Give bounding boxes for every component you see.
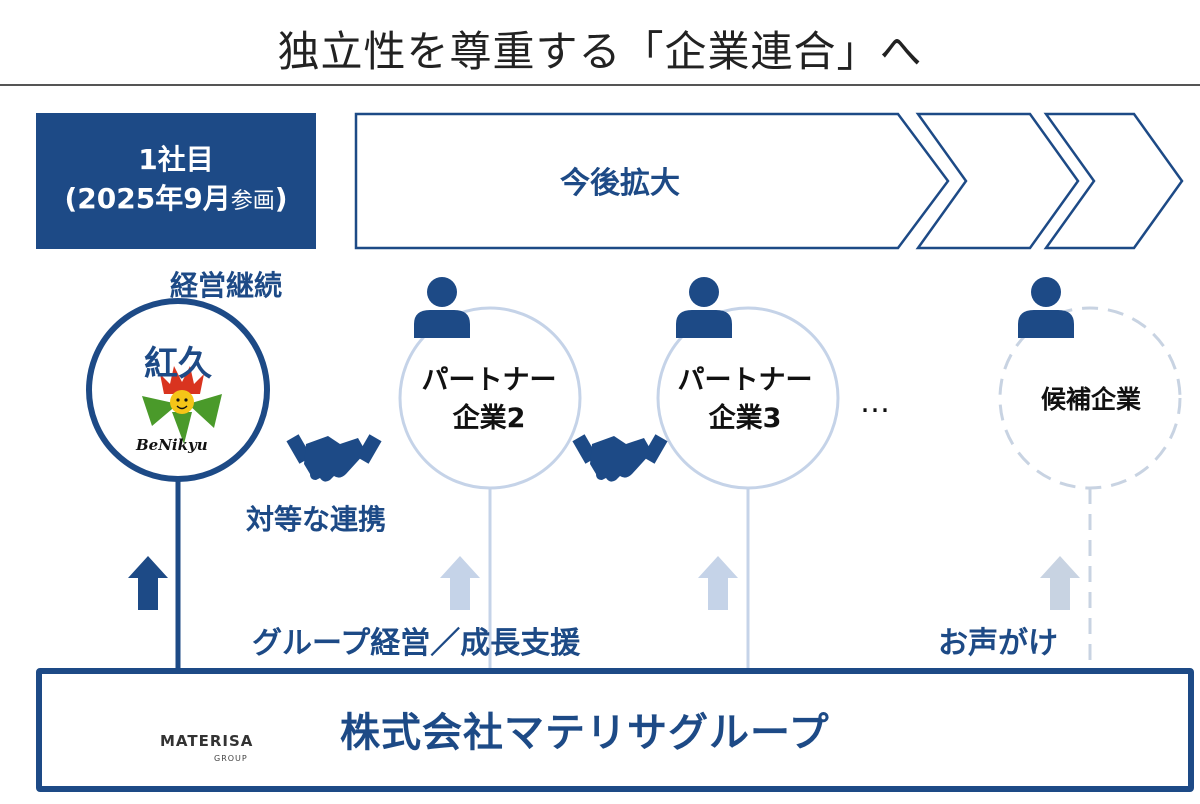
partner3-circle [656,306,840,490]
benikyu-name: 紅久 [144,344,212,384]
partner3-label: パートナー 企業3 [656,362,834,438]
outreach-label: お声がけ [938,626,1058,661]
handshake-icon [286,434,382,482]
person-icon [414,277,470,338]
person-icon [1018,277,1074,338]
arrow-up-icon [128,556,168,610]
chevron-arrow-icon [354,112,950,250]
partner3-line1: パートナー [677,365,813,396]
partner2-circle [398,306,582,490]
first-company-join: 参画 [230,188,275,214]
first-company-line2: (2025年9月参画) [64,179,287,222]
title-divider [0,84,1200,86]
equal-partnership-label: 対等な連携 [246,503,387,536]
materisa-logo-sub: GROUP [214,754,248,763]
expansion-label: 今後拡大 [560,166,680,201]
partner3-line2: 企業3 [708,403,782,434]
partner2-line2: 企業2 [452,403,526,434]
ellipsis: … [860,385,896,420]
materisa-logo-text: MATERISA [160,732,254,750]
first-company-box: 1社目 (2025年9月参画) [36,113,316,249]
page-title: 独立性を尊重する「企業連合」へ [277,27,923,76]
benikyu-mascot-icon [142,366,222,444]
candidate-label: 候補企業 [1040,385,1141,414]
chevron-arrow-icon [1043,112,1184,250]
management-continuity-label: 経営継続 [170,269,283,302]
partner2-label: パートナー 企業2 [400,362,578,438]
first-company-date: (2025年9月 [64,181,231,215]
first-company-paren: ) [274,181,288,215]
partner2-line1: パートナー [421,365,557,396]
chevron-arrow-icon [915,112,1080,250]
benikyu-logo-text: BeNikyu [136,436,208,454]
arrow-up-icon [440,556,480,610]
parent-company-name: 株式会社マテリサグループ [340,710,830,756]
arrow-up-icon [698,556,738,610]
handshake-icon [572,434,668,482]
candidate-circle [998,306,1182,490]
parent-company-box [36,668,1194,792]
first-company-line1: 1社目 [138,142,214,176]
person-icon [676,277,732,338]
arrow-up-icon [1040,556,1080,610]
group-support-label: グループ経営／成長支援 [252,626,581,661]
